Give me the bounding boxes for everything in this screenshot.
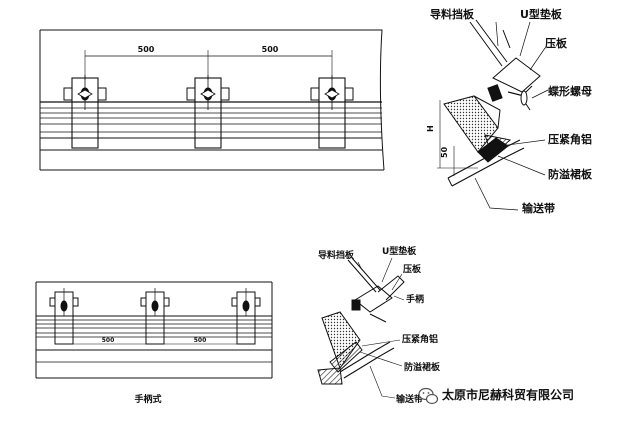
dimension-label: 500 <box>194 337 207 344</box>
label-press-plate: 压板 <box>403 263 422 275</box>
label-conveyor-belt: 输送带 <box>522 201 555 215</box>
dimension-label: 500 <box>262 45 279 54</box>
bottom-elevation-view <box>35 281 273 379</box>
dimension-label: 500 <box>102 337 115 344</box>
label-anti-spill-skirt: 防溢裙板 <box>548 167 593 181</box>
clamp-bracket <box>140 288 170 345</box>
label-handle: 手柄 <box>406 293 424 305</box>
label-wing-nut: 蝶形螺母 <box>548 84 592 98</box>
top-elevation-view <box>39 29 385 171</box>
dimension-label: 500 <box>138 45 155 54</box>
label-conveyor-belt: 输送带 <box>396 393 423 405</box>
bottom-section-detail <box>317 257 405 399</box>
wechat-icon <box>418 387 439 405</box>
dimension-50: 50 <box>440 146 449 158</box>
clamp-bracket <box>63 75 107 149</box>
clamp-bracket <box>231 288 261 345</box>
clamp-bracket <box>310 75 354 149</box>
label-angle-aluminum: 压紧角铝 <box>402 333 438 345</box>
label-guide-board: 导料挡板 <box>430 7 475 21</box>
clamp-bracket <box>186 75 230 149</box>
clamp-bracket <box>49 288 79 345</box>
top-section-detail <box>437 19 549 211</box>
label-u-spacer: U型垫板 <box>382 245 417 257</box>
watermark-company-name: 太原市尼赫科贸有限公司 <box>442 387 574 402</box>
label-u-spacer: U型垫板 <box>520 7 563 21</box>
label-press-plate: 压板 <box>545 36 568 50</box>
label-anti-spill-skirt: 防溢裙板 <box>404 361 441 373</box>
caption-handle-type: 手柄式 <box>134 393 161 405</box>
label-guide-board: 导料挡板 <box>318 249 355 261</box>
dimension-h: H <box>426 125 435 132</box>
label-angle-aluminum: 压紧角铝 <box>548 132 592 146</box>
